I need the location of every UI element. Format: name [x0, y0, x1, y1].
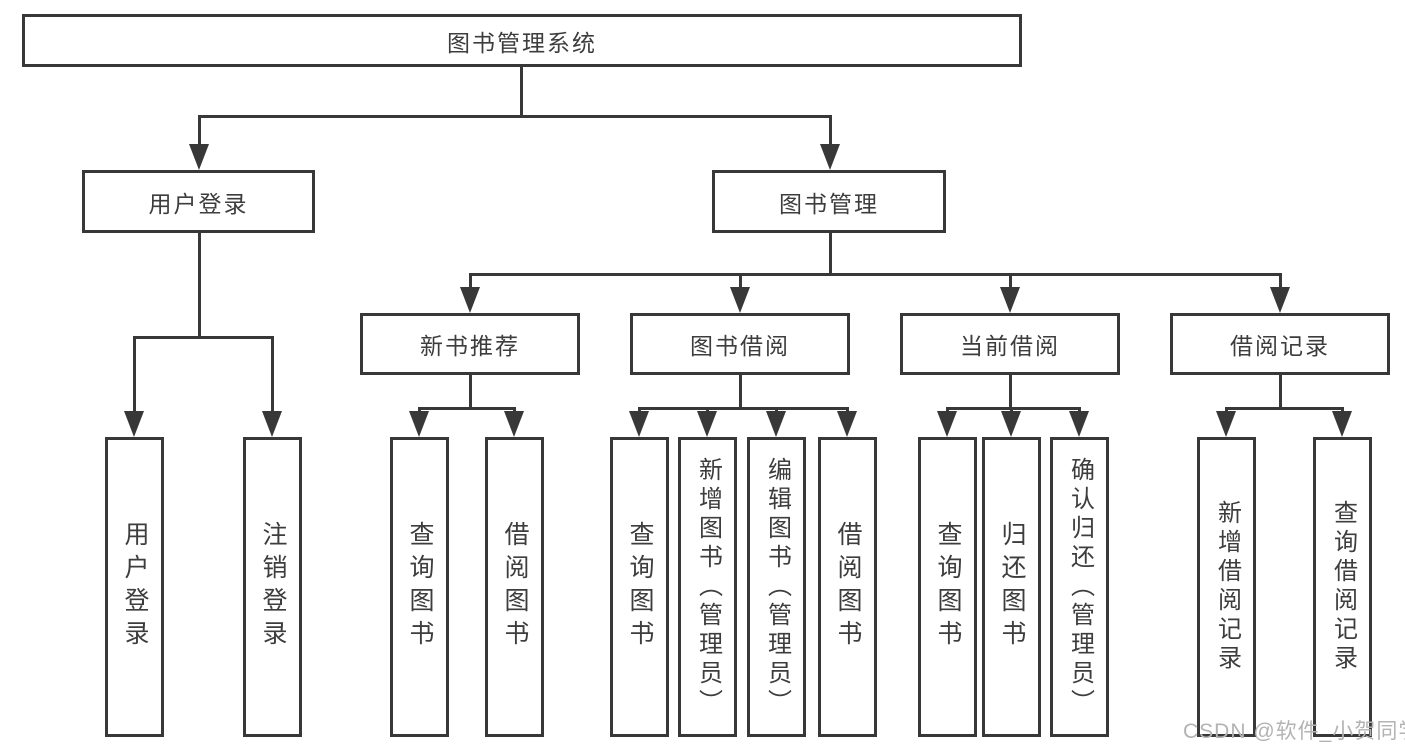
node-label: 查询图书	[934, 521, 962, 653]
arrowhead-down-icon	[504, 411, 524, 437]
connector-vline	[1278, 273, 1282, 291]
leaf-query-books-recommend: 查询图书	[390, 437, 449, 737]
node-label: 借阅图书	[834, 521, 862, 653]
connector-hline	[945, 406, 1081, 410]
connector-vline	[468, 273, 472, 291]
arrowhead-down-icon	[124, 411, 144, 437]
connector-hline	[468, 272, 1282, 276]
arrowhead-down-icon	[409, 411, 429, 437]
arrowhead-down-icon	[1216, 411, 1236, 437]
arrowhead-down-icon	[697, 411, 717, 437]
leaf-query-borrow-record: 查询借阅记录	[1313, 437, 1372, 737]
connector-vline	[197, 115, 201, 147]
arrowhead-down-icon	[1332, 411, 1352, 437]
leaf-user-login: 用户登录	[105, 437, 164, 737]
connector-hline	[1224, 406, 1344, 410]
arrowhead-down-icon	[1270, 287, 1290, 313]
leaf-return-books: 归还图书	[982, 437, 1041, 737]
node-new-book-recommendation: 新书推荐	[360, 313, 580, 375]
arrowhead-down-icon	[189, 144, 209, 170]
leaf-add-borrow-record: 新增借阅记录	[1197, 437, 1256, 737]
connector-hline	[132, 335, 274, 339]
leaf-confirm-return-admin: 确认归还（管理员）	[1050, 437, 1109, 737]
node-label: 新书推荐	[420, 333, 520, 359]
node-label: 注销登录	[259, 521, 287, 653]
node-label: 编辑图书（管理员）	[763, 456, 791, 718]
connector-vline	[468, 375, 472, 409]
node-label: 确认归还（管理员）	[1066, 456, 1094, 718]
connector-vline	[828, 233, 832, 275]
node-label: 查询图书	[626, 521, 654, 653]
node-label: 用户登录	[148, 190, 249, 217]
connector-hline	[197, 114, 832, 118]
connector-vline	[1008, 273, 1012, 291]
node-label: 借阅图书	[501, 521, 529, 653]
connector-hline	[417, 406, 516, 410]
node-label: 归还图书	[998, 521, 1026, 653]
arrowhead-down-icon	[820, 144, 840, 170]
arrowhead-down-icon	[766, 411, 786, 437]
arrowhead-down-icon	[629, 411, 649, 437]
node-book-borrowing: 图书借阅	[630, 313, 850, 375]
node-label: 新增借阅记录	[1213, 500, 1241, 674]
connector-vline	[132, 336, 136, 415]
connector-vline	[270, 336, 274, 415]
node-label: 当前借阅	[960, 333, 1060, 359]
node-label: 图书管理系统	[447, 29, 597, 56]
node-label: 图书管理	[779, 190, 879, 217]
node-label: 新增图书（管理员）	[694, 456, 722, 718]
node-library-management-system: 图书管理系统	[22, 14, 1022, 67]
leaf-borrow-books-recommend: 借阅图书	[485, 437, 544, 737]
node-label: 借阅记录	[1230, 333, 1330, 359]
leaf-edit-books-admin: 编辑图书（管理员）	[747, 437, 806, 737]
csdn-watermark: CSDN @软件_小贺同学	[1183, 720, 1405, 743]
connector-vline	[197, 233, 201, 338]
connector-vline	[519, 66, 523, 117]
connector-vline	[1008, 375, 1012, 409]
arrowhead-down-icon	[1001, 411, 1021, 437]
node-label: 查询借阅记录	[1329, 500, 1357, 674]
leaf-add-books-admin: 新增图书（管理员）	[678, 437, 737, 737]
node-label: 用户登录	[121, 521, 149, 653]
connector-vline	[828, 115, 832, 147]
connector-vline	[1278, 375, 1282, 409]
leaf-logout: 注销登录	[243, 437, 302, 737]
leaf-query-books-current: 查询图书	[918, 437, 977, 737]
leaf-query-books-borrow: 查询图书	[610, 437, 669, 737]
arrowhead-down-icon	[837, 411, 857, 437]
node-user-login: 用户登录	[82, 170, 315, 233]
arrowhead-down-icon	[460, 287, 480, 313]
connector-vline	[738, 375, 742, 409]
arrowhead-down-icon	[262, 411, 282, 437]
connector-vline	[738, 273, 742, 291]
node-label: 查询图书	[406, 521, 434, 653]
node-current-borrowing: 当前借阅	[900, 313, 1120, 375]
arrowhead-down-icon	[1000, 287, 1020, 313]
node-borrowing-records: 借阅记录	[1170, 313, 1390, 375]
node-label: 图书借阅	[690, 333, 790, 359]
arrowhead-down-icon	[1069, 411, 1089, 437]
connector-hline	[637, 406, 849, 410]
leaf-borrow-books: 借阅图书	[818, 437, 877, 737]
node-book-management: 图书管理	[712, 170, 946, 233]
arrowhead-down-icon	[937, 411, 957, 437]
arrowhead-down-icon	[730, 287, 750, 313]
